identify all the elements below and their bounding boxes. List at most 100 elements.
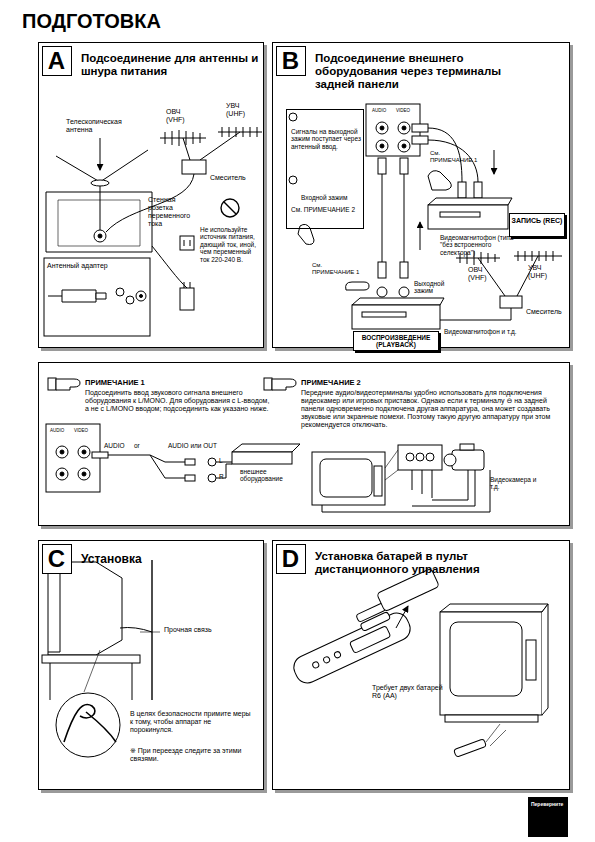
wall-outlet bbox=[180, 236, 194, 250]
mode-label: ВОСПРОИЗВЕДЕНИЕ (PLAYBACK) bbox=[354, 334, 438, 349]
pointing-hand bbox=[298, 171, 451, 290]
camcorder-connection bbox=[452, 450, 484, 470]
page-turn-mark: Переверните bbox=[528, 797, 568, 837]
part-label: Прочная связь bbox=[164, 626, 212, 634]
camcorder-connection bbox=[385, 450, 398, 480]
device-label: внешнее оборудование bbox=[240, 468, 296, 483]
tv-front bbox=[542, 604, 548, 715]
vcr bbox=[440, 212, 480, 217]
terminal-panel bbox=[376, 140, 388, 152]
rca-cable bbox=[420, 222, 421, 250]
prohibited-sign bbox=[224, 202, 236, 214]
note-hand-icon bbox=[272, 379, 296, 390]
audio-connection bbox=[46, 424, 300, 492]
adapter-inset bbox=[48, 296, 62, 297]
tv-front bbox=[440, 612, 542, 715]
rca-cable bbox=[382, 174, 404, 262]
tv-rear bbox=[58, 200, 140, 246]
terminal-panel bbox=[376, 122, 388, 134]
camcorder-connection bbox=[398, 445, 442, 470]
adapter-inset bbox=[136, 291, 146, 301]
terminal-panel bbox=[289, 113, 297, 121]
tv-front bbox=[440, 604, 548, 612]
tv-side-view bbox=[64, 705, 116, 743]
tv-front bbox=[450, 622, 522, 696]
tv-side-view bbox=[48, 562, 122, 655]
terminal-panel bbox=[398, 122, 410, 134]
rca-cable bbox=[412, 124, 428, 132]
tv-rear bbox=[100, 186, 101, 230]
audio-connection bbox=[216, 462, 232, 478]
section-letter: A bbox=[43, 47, 70, 74]
section-heading: Установка батарей в пульт дистанционного… bbox=[315, 550, 515, 576]
part-label: Антенный адаптер bbox=[47, 262, 108, 270]
page-turn-text: Переверните bbox=[531, 802, 567, 808]
audio-connection bbox=[232, 444, 300, 452]
section-panel: Подсоединение внешнего оборудования чере… bbox=[272, 42, 570, 348]
tv-side-view bbox=[48, 566, 60, 652]
camcorder-connection bbox=[460, 444, 474, 450]
part-label: Смеситель bbox=[210, 174, 246, 182]
remote-control bbox=[290, 568, 440, 687]
mode-label: ЗАПИСЬ (REC) bbox=[510, 217, 564, 225]
tv-rear bbox=[46, 192, 152, 252]
audio-connection bbox=[92, 452, 108, 458]
section-heading: Подсоединение для антенны и шнура питани… bbox=[81, 52, 261, 78]
section-letter: D bbox=[277, 545, 304, 572]
wall-outlet bbox=[152, 246, 187, 288]
tv-side-view bbox=[120, 628, 152, 633]
signal-name: or bbox=[134, 442, 140, 449]
yagi-antenna bbox=[106, 127, 262, 232]
note-heading: ПРИМЕЧАНИЕ 2 bbox=[301, 379, 361, 388]
vcr bbox=[428, 205, 508, 229]
audio-connection bbox=[232, 452, 292, 464]
terminal-panel bbox=[398, 140, 410, 152]
tv-rear bbox=[98, 234, 102, 238]
section-panel: Установка батарей в пульт дистанционного… bbox=[272, 540, 570, 790]
tv-front bbox=[445, 715, 538, 722]
signal-name: AUDIO bbox=[372, 108, 386, 113]
telescopic-antenna bbox=[91, 180, 109, 186]
device-label: Видеомагнитофон и т.д. bbox=[444, 328, 517, 335]
adapter-inset bbox=[126, 296, 134, 304]
audio-connection bbox=[185, 459, 195, 465]
remote-control bbox=[334, 651, 342, 659]
remote-control bbox=[290, 609, 414, 687]
wall-outlet bbox=[152, 236, 194, 310]
adapter-inset bbox=[44, 258, 150, 336]
remote-control bbox=[323, 656, 331, 664]
camcorder-connection bbox=[312, 452, 385, 505]
adapter-inset bbox=[140, 295, 143, 298]
yagi-antenna bbox=[183, 132, 240, 160]
rca-cable bbox=[377, 287, 387, 297]
tv-front bbox=[486, 724, 506, 746]
audio-connection bbox=[208, 474, 216, 482]
telescopic-antenna bbox=[100, 138, 101, 170]
band-label: УВЧ (UHF) bbox=[528, 264, 556, 280]
part-label: Требует двух батарей R6 (AA) bbox=[372, 684, 452, 700]
vcr bbox=[352, 305, 440, 329]
part-label: Стенная розетка переменного тока bbox=[148, 196, 196, 228]
tv-rear bbox=[46, 186, 152, 252]
camcorder-connection bbox=[426, 453, 434, 461]
note-hand-icon bbox=[48, 378, 296, 390]
tv-side-view bbox=[84, 650, 100, 692]
note-reference: См. ПРИМЕЧАНИЕ 1 bbox=[312, 262, 360, 276]
signal-name: AUDIO bbox=[50, 428, 64, 433]
audio-connection bbox=[82, 472, 86, 476]
pointing-hand bbox=[346, 282, 369, 290]
remote-control bbox=[349, 626, 390, 654]
band-label: ОВЧ (VHF) bbox=[166, 108, 194, 124]
tv-side-view bbox=[140, 632, 160, 633]
audio-connection bbox=[60, 450, 64, 454]
signal-name: AUDIO или OUT bbox=[168, 442, 217, 449]
note-reference: См. ПРИМЕЧАНИЕ 1 bbox=[430, 150, 478, 164]
page-title: ПОДГОТОВКА bbox=[22, 10, 161, 33]
audio-connection bbox=[82, 450, 86, 454]
part-label: Смеситель bbox=[526, 308, 562, 316]
signal-name: R bbox=[219, 473, 224, 480]
prohibited-sign bbox=[221, 199, 239, 217]
section-heading: Подсоединение внешнего оборудования чере… bbox=[315, 52, 530, 92]
band-label: ОВЧ (VHF) bbox=[468, 266, 496, 282]
wall-outlet bbox=[180, 288, 194, 310]
